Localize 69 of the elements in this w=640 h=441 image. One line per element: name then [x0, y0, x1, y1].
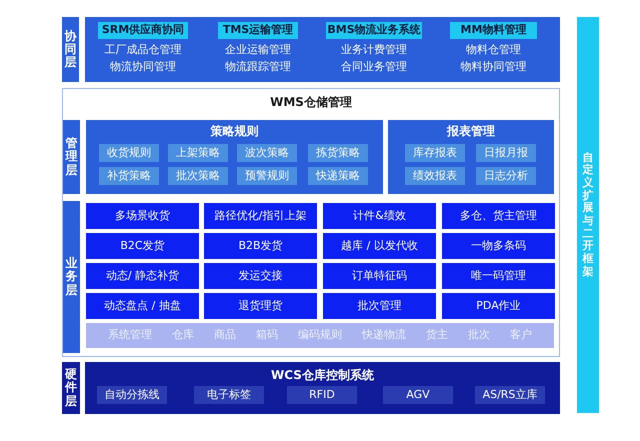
function-tag: 批次策略	[168, 167, 228, 185]
data-item: 批次	[468, 329, 490, 342]
panel-title: 报表管理	[446, 125, 496, 139]
module-item: 合同业务管理	[340, 61, 408, 74]
module-header: SRM供应商协同	[98, 22, 188, 39]
data-bar	[86, 323, 554, 348]
function-tag: 日报月报	[476, 144, 536, 162]
function-tag: 补货策略	[99, 167, 159, 185]
function-tag: 库存报表	[405, 144, 465, 162]
module-header: TMS运输管理	[218, 22, 298, 39]
device-tag: 电子标签	[194, 386, 264, 404]
function-cell: 动态/ 静态补货	[86, 263, 199, 289]
function-cell: 多场景收货	[86, 203, 199, 229]
panel-title: WCS仓库控制系统	[270, 369, 375, 383]
data-item: 快递物流	[362, 329, 406, 342]
module-item: 物流协同管理	[109, 61, 177, 74]
control-panel	[85, 362, 560, 414]
layer-label: 管理层	[63, 120, 80, 194]
module-item: 工厂成品仓管理	[104, 44, 182, 57]
function-cell: B2B发货	[204, 233, 317, 259]
data-item: 编码规则	[298, 329, 342, 342]
data-item: 系统管理	[108, 329, 152, 342]
group-panel	[86, 120, 383, 194]
function-cell: 动态盘点 / 抽盘	[86, 293, 199, 319]
device-tag: 自动分拣线	[97, 386, 167, 404]
function-cell: 计件&绩效	[323, 203, 436, 229]
layer-label: 协同层	[62, 17, 79, 82]
function-cell: 退货理货	[204, 293, 317, 319]
module-item: 业务计费管理	[340, 44, 408, 57]
data-item: 客户	[510, 329, 532, 342]
device-tag: AGV	[383, 386, 453, 404]
device-tag: RFID	[287, 386, 357, 404]
module-item: 企业运输管理	[224, 44, 292, 57]
module-item: 物料协同管理	[460, 61, 528, 74]
function-cell: 路径优化/指引上架	[204, 203, 317, 229]
data-item: 商品	[214, 329, 236, 342]
function-tag: 收货规则	[99, 144, 159, 162]
function-cell: 订单特征码	[323, 263, 436, 289]
side-bar: 自定义扩展与二开框架	[577, 17, 599, 413]
panel-background	[85, 17, 560, 82]
module-header: MM物料管理	[450, 22, 537, 39]
function-tag: 快递策略	[308, 167, 368, 185]
module-header: BMS物流业务系统	[326, 22, 422, 39]
function-tag: 绩效报表	[405, 167, 465, 185]
system-box	[62, 88, 560, 357]
function-tag: 拣货策略	[308, 144, 368, 162]
data-item: 箱码	[256, 329, 278, 342]
data-item: 仓库	[172, 329, 194, 342]
group-panel	[388, 120, 554, 194]
panel-title: 策略规则	[210, 125, 260, 139]
function-cell: 一物多条码	[442, 233, 555, 259]
data-item: 货主	[426, 329, 448, 342]
function-cell: PDA作业	[442, 293, 555, 319]
function-cell: 多仓、货主管理	[442, 203, 555, 229]
device-tag: AS/RS立库	[475, 386, 545, 404]
function-tag: 波次策略	[237, 144, 297, 162]
function-cell: 发运交接	[204, 263, 317, 289]
function-tag: 日志分析	[476, 167, 536, 185]
module-item: 物流跟踪管理	[224, 61, 292, 74]
layer-label: 硬件层	[62, 362, 80, 414]
function-cell: 越库 / 以发代收	[323, 233, 436, 259]
function-cell: 批次管理	[323, 293, 436, 319]
function-tag: 上架策略	[168, 144, 228, 162]
layer-label: 业务层	[63, 201, 80, 353]
function-tag: 预警规则	[237, 167, 297, 185]
panel-title: WMS仓储管理	[269, 96, 353, 110]
function-cell: 唯一码管理	[442, 263, 555, 289]
function-cell: B2C发货	[86, 233, 199, 259]
module-item: 物料仓管理	[465, 44, 522, 57]
